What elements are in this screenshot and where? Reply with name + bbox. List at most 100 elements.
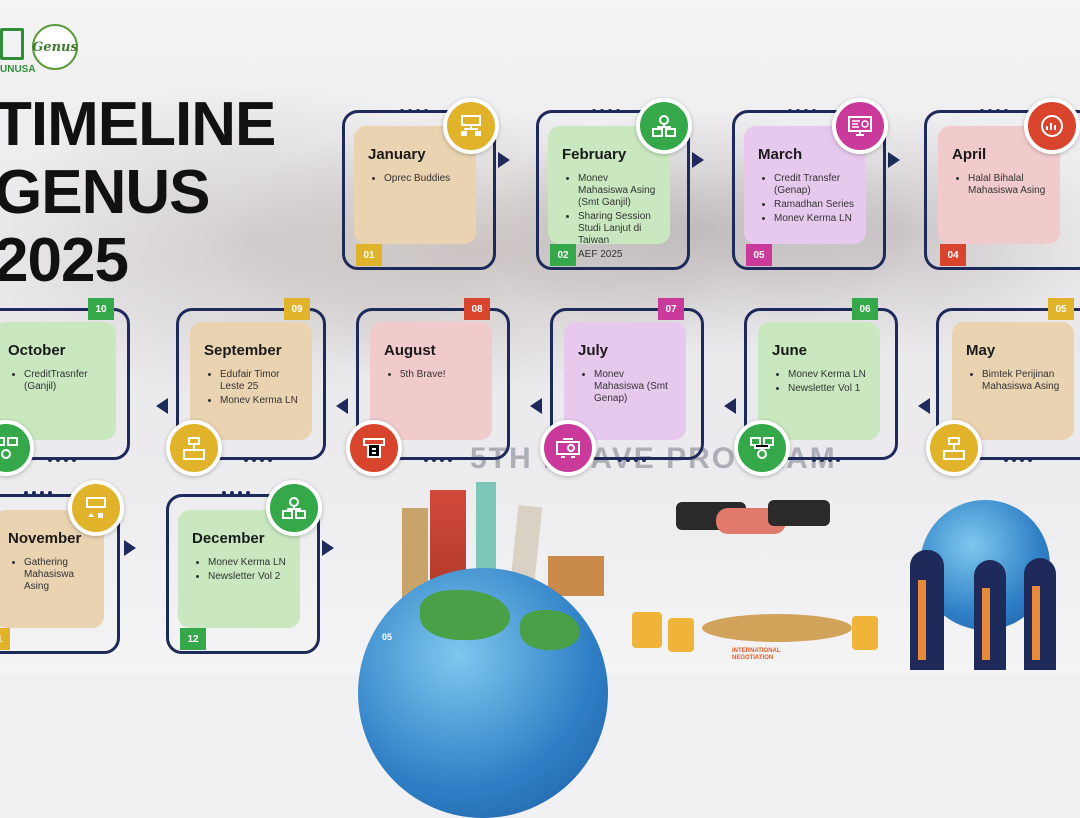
card-august: August 5th Brave!	[370, 322, 492, 440]
list-item: Newsletter Vol 1	[788, 383, 870, 395]
dots	[24, 491, 52, 495]
land-illustration	[520, 610, 580, 650]
month-title: April	[952, 146, 987, 163]
card-october: October CreditTrasnfer (Ganjil)	[0, 322, 116, 440]
title-line-1: TIMELINE	[0, 90, 276, 159]
dots	[1004, 458, 1032, 462]
month-title: August	[384, 342, 436, 359]
month-title: June	[772, 342, 808, 359]
badge-may: 05	[1048, 298, 1074, 320]
gear-network-icon	[734, 420, 790, 476]
arrow-left-icon	[156, 398, 168, 414]
genus-logo: Genus	[32, 24, 78, 70]
frame-september	[176, 308, 326, 460]
badge-june: 06	[852, 298, 878, 320]
month-title: February	[562, 146, 627, 163]
arrow-left-icon	[530, 398, 542, 414]
dots	[618, 458, 646, 462]
arrow-right-icon	[888, 152, 900, 168]
negotiation-table-illustration: INTERNATIONAL NEGOTIATION	[632, 590, 882, 661]
monitor-check-icon	[832, 98, 888, 154]
title-line-2: GENUS	[0, 158, 210, 227]
dots	[222, 491, 250, 495]
dots	[48, 458, 76, 462]
title-line-3: 2025	[0, 226, 129, 295]
flowchart-icon	[926, 420, 982, 476]
badge-january: 01	[356, 244, 382, 266]
list-item: Edufair Timor Leste 25	[220, 369, 302, 393]
month-title: September	[204, 342, 282, 359]
month-title: November	[8, 530, 82, 547]
flowchart-icon	[68, 480, 124, 536]
document-icon	[346, 420, 402, 476]
arrow-right-icon	[322, 540, 334, 556]
temple-illustration	[548, 556, 604, 596]
negotiation-label: INTERNATIONAL NEGOTIATION	[732, 648, 781, 661]
list-item: Gathering Mahasiswa Asing	[24, 557, 94, 593]
dots	[980, 109, 1008, 113]
dots	[424, 458, 452, 462]
flowchart-icon	[443, 98, 499, 154]
month-title: May	[966, 342, 996, 359]
card-february: February Monev Mahasiswa Asing (Smt Ganj…	[548, 126, 670, 260]
month-title: December	[192, 530, 265, 547]
badge-august: 08	[464, 298, 490, 320]
badge-november: 11	[0, 628, 10, 650]
unusa-logo	[0, 28, 24, 60]
badge-july: 07	[658, 298, 684, 320]
list-item: Ramadhan Series	[774, 199, 856, 211]
card-may: May Bimtek Perijinan Mahasiswa Asing	[952, 322, 1074, 440]
graduates-illustration	[900, 540, 1070, 670]
frame-december	[166, 494, 320, 654]
card-june: June Monev Kerma LN Newsletter Vol 1	[758, 322, 880, 440]
list-item: Credit Transfer (Genap)	[774, 173, 856, 197]
globe-label: 05	[382, 632, 393, 642]
gear-network-icon	[636, 98, 692, 154]
arrow-right-icon	[692, 152, 704, 168]
frame-may	[936, 308, 1080, 460]
arrow-right-icon	[498, 152, 510, 168]
chart-circle-icon	[1024, 98, 1080, 154]
flowchart-icon	[166, 420, 222, 476]
frame-november	[0, 494, 120, 654]
projector-icon	[540, 420, 596, 476]
land-illustration	[420, 590, 510, 640]
badge-march: 05	[746, 244, 772, 266]
gear-network-icon	[266, 480, 322, 536]
list-item: Newsletter Vol 2	[208, 571, 290, 583]
list-item: Bimtek Perijinan Mahasiswa Asing	[982, 369, 1064, 393]
list-item: Monev Kerma LN	[208, 557, 290, 569]
list-item: AEF 2025	[578, 249, 660, 261]
list-item: Monev Kerma LN	[220, 395, 302, 407]
arrow-left-icon	[336, 398, 348, 414]
dots	[592, 109, 620, 113]
arrow-left-icon	[724, 398, 736, 414]
list-item: 5th Brave!	[400, 369, 482, 381]
month-title: January	[368, 146, 426, 163]
list-item: CreditTrasnfer (Ganjil)	[24, 369, 106, 393]
badge-april: 04	[940, 244, 966, 266]
list-item: Monev Kerma LN	[788, 369, 870, 381]
month-title: October	[8, 342, 66, 359]
list-item: Monev Mahasiswa Asing (Smt Ganjil)	[578, 173, 660, 209]
handshake-illustration	[676, 492, 830, 552]
list-item: Halal Bihalal Mahasiswa Asing	[968, 173, 1050, 197]
list-item: Oprec Buddies	[384, 173, 466, 185]
dots	[244, 458, 272, 462]
list-item: Monev Kerma LN	[774, 213, 856, 225]
arrow-left-icon	[918, 398, 930, 414]
card-july: July Monev Mahasiswa (Smt Genap)	[564, 322, 686, 440]
frame-april	[924, 110, 1080, 270]
badge-september: 09	[284, 298, 310, 320]
unusa-logo-text: UNUSA	[0, 64, 36, 75]
list-item: Monev Mahasiswa (Smt Genap)	[594, 369, 676, 405]
dots	[812, 458, 840, 462]
statue-illustration	[476, 482, 496, 582]
frame-march	[732, 110, 886, 270]
badge-october: 10	[88, 298, 114, 320]
logos: UNUSA Genus	[0, 22, 90, 82]
dots	[400, 109, 428, 113]
badge-december: 12	[180, 628, 206, 650]
month-title: July	[578, 342, 609, 359]
list-item: Sharing Session Studi Lanjut di Taiwan	[578, 211, 660, 247]
